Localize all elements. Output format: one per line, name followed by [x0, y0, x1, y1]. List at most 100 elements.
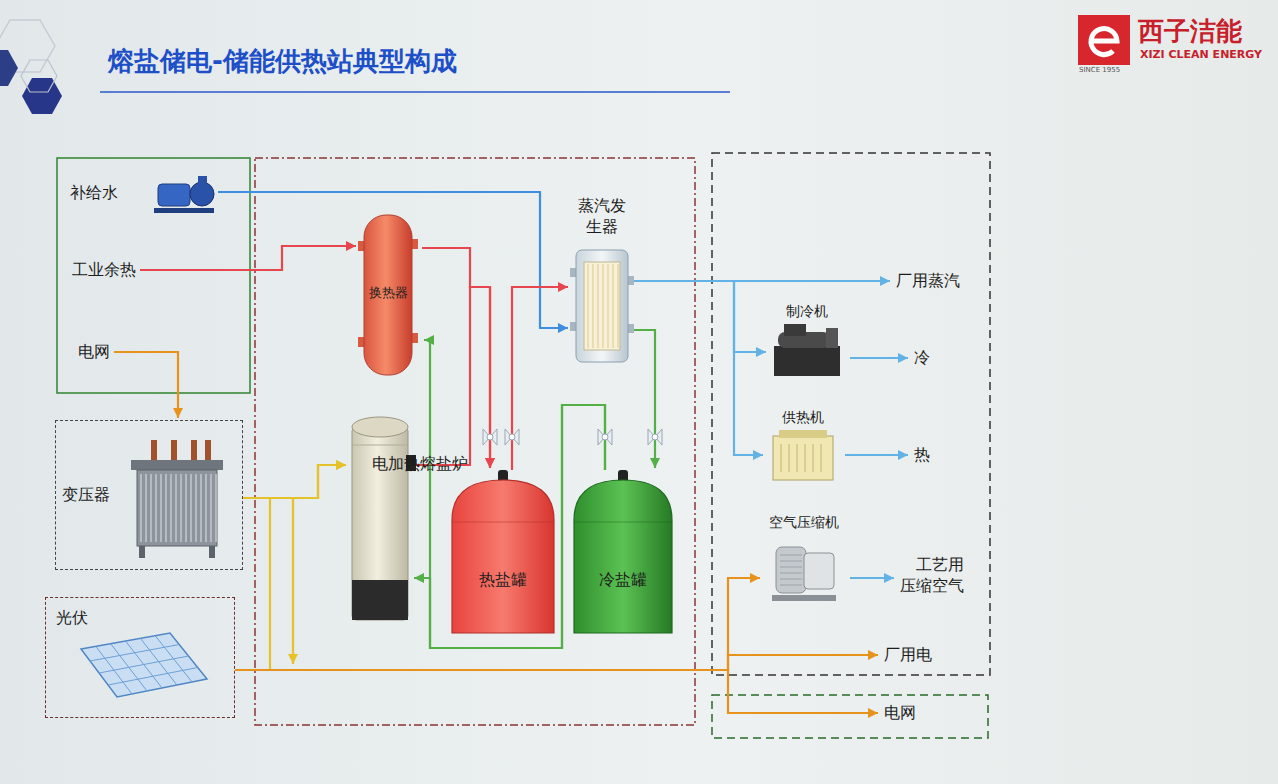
tube [618, 264, 619, 348]
valve-body [648, 429, 662, 445]
output-label: 冷 [910, 347, 934, 370]
heater-unit [773, 430, 833, 480]
furnace-ring [352, 445, 408, 446]
transformer-base [139, 546, 145, 558]
pump-outlet [198, 176, 207, 184]
flow-connector [235, 670, 878, 713]
valve [483, 429, 497, 445]
hexagon [22, 78, 62, 114]
flow-connector [845, 454, 908, 456]
node-text: 供热机 [765, 408, 841, 426]
node-text: 空气压缩机 [762, 513, 846, 531]
heater-grille [781, 444, 782, 472]
node-text: 热 [914, 445, 930, 466]
flow-connector [235, 465, 346, 670]
valve-hub [509, 434, 515, 440]
user-region [712, 153, 990, 675]
pv-grid [108, 667, 198, 685]
steam-nozzle [570, 322, 576, 331]
transformer-fin [180, 474, 182, 542]
transformer-bushing [151, 440, 157, 460]
air-compressor: 空气压缩机 [762, 513, 850, 608]
chiller: 制冷机 [768, 302, 850, 384]
node-shape [450, 470, 556, 635]
bus-wire [292, 498, 294, 664]
pv-frame [81, 633, 207, 697]
tube [603, 264, 604, 348]
valve-body [505, 429, 519, 445]
tank-seam [574, 522, 672, 523]
node-text: 补给水 [70, 183, 118, 204]
node-text: 光伏 [56, 608, 88, 629]
node-text: 厂用蒸汽 [896, 271, 960, 292]
node-text: 电网 [78, 342, 110, 363]
transformer-symbol [131, 440, 223, 558]
node-text: 冷 [914, 348, 930, 369]
flow-connector [634, 281, 766, 352]
pv-box: 光伏 [45, 597, 235, 718]
transformer-fin [210, 474, 212, 542]
transformer-fin [205, 474, 207, 542]
valve-body [598, 429, 612, 445]
flow-connector [422, 248, 490, 468]
pump-motor [158, 184, 190, 206]
node-text: 电网 [884, 703, 916, 724]
heater-grille [805, 444, 806, 472]
node-text: 工业余热 [72, 260, 136, 281]
flow-connector [235, 655, 878, 670]
compressor-fin [780, 567, 802, 568]
tube [588, 264, 589, 348]
heater-body [773, 436, 833, 480]
heater-grille [821, 444, 822, 472]
furnace-top [352, 417, 408, 437]
transformer-fin [150, 474, 152, 542]
storage-region [255, 158, 695, 725]
transformer-fin [190, 474, 192, 542]
node-text: 变压器 [62, 485, 110, 506]
pump-volute [190, 182, 214, 206]
compressor-fin [780, 585, 802, 586]
company-logo [1078, 15, 1130, 65]
company-name: 西子洁能 [1138, 14, 1242, 49]
heater-grille [813, 444, 814, 472]
salt-furnace: 电加热熔盐炉 [348, 415, 412, 620]
node-text: 电加热熔盐炉 [372, 455, 388, 473]
node-shape [348, 415, 412, 620]
transformer-cover [131, 460, 223, 470]
compressor-base [772, 595, 836, 601]
tube [593, 264, 594, 348]
node-text: 冷盐罐 [572, 570, 674, 591]
founding-year: SINCE 1955 [1079, 66, 1120, 74]
valve [648, 429, 662, 445]
transformer-tank [137, 470, 217, 546]
transformer-fin [185, 474, 187, 542]
transformer-fin [215, 474, 217, 542]
logo-square [1078, 15, 1130, 65]
valve [505, 429, 519, 445]
tube [598, 264, 599, 348]
grid-region [712, 695, 988, 738]
chiller-unit [774, 324, 840, 376]
node-text: 厂用电 [884, 645, 932, 666]
hexagon-decoration [0, 20, 62, 114]
node-text: 蒸汽发生器 [575, 196, 629, 238]
compressor-motor [776, 547, 806, 593]
cold-salt-tank: 冷盐罐 [572, 470, 678, 635]
tube-bundle [584, 262, 620, 350]
chiller-frame [774, 346, 840, 376]
heater-grille [797, 444, 798, 472]
compressor-fin [780, 561, 802, 562]
node-text: 热盐罐 [450, 570, 556, 591]
compressor-head [804, 553, 834, 589]
pv-grid [90, 644, 179, 661]
flow-connector [850, 357, 908, 359]
valve-hub [602, 434, 608, 440]
tank-seam [452, 522, 554, 523]
storage-tank [452, 480, 554, 633]
transformer-fin [175, 474, 177, 542]
node-shape [572, 470, 674, 635]
logo-mark [1091, 29, 1117, 55]
steam-nozzle [628, 276, 634, 285]
furnace-control [406, 455, 416, 471]
transformer-base [209, 546, 215, 558]
